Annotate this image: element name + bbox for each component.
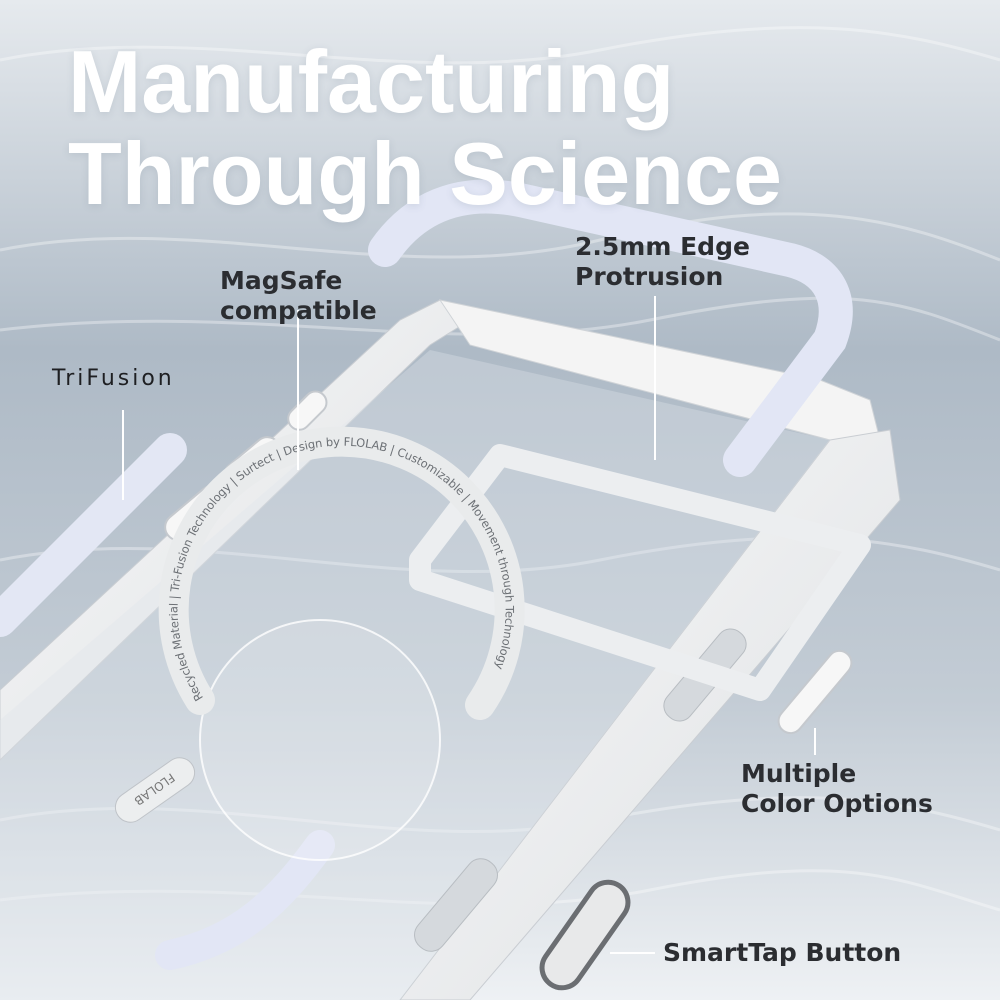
callout-colors-line-2: Color Options <box>741 789 933 818</box>
flolab-tag: FLOLAB <box>114 757 196 823</box>
headline: Manufacturing Through Science <box>68 36 782 220</box>
callout-edge: 2.5mm Edge Protrusion <box>575 232 750 292</box>
callout-magsafe-line-2: compatible <box>220 296 377 325</box>
headline-line-1: Manufacturing <box>68 32 675 131</box>
bottom-bumper <box>155 830 335 970</box>
left-bumper <box>0 433 187 637</box>
inner-frame <box>409 444 871 701</box>
trifusion-logo: TriFusion <box>52 366 175 391</box>
callout-lines <box>122 296 816 954</box>
callout-colors-line-1: Multiple <box>741 759 857 788</box>
callout-magsafe: MagSafe compatible <box>220 266 377 326</box>
callout-colors: Multiple Color Options <box>741 759 933 819</box>
magsafe-lens <box>199 619 441 861</box>
callout-magsafe-line-1: MagSafe <box>220 266 343 295</box>
callout-edge-line-1: 2.5mm Edge <box>575 232 750 261</box>
top-bumper <box>368 179 853 477</box>
smarttap-button <box>539 879 631 991</box>
headline-line-2: Through Science <box>68 124 782 223</box>
magsafe-ring <box>158 426 525 720</box>
callout-smarttap: SmartTap Button <box>663 938 902 967</box>
callout-edge-line-2: Protrusion <box>575 262 724 291</box>
case-frame <box>0 299 901 1000</box>
